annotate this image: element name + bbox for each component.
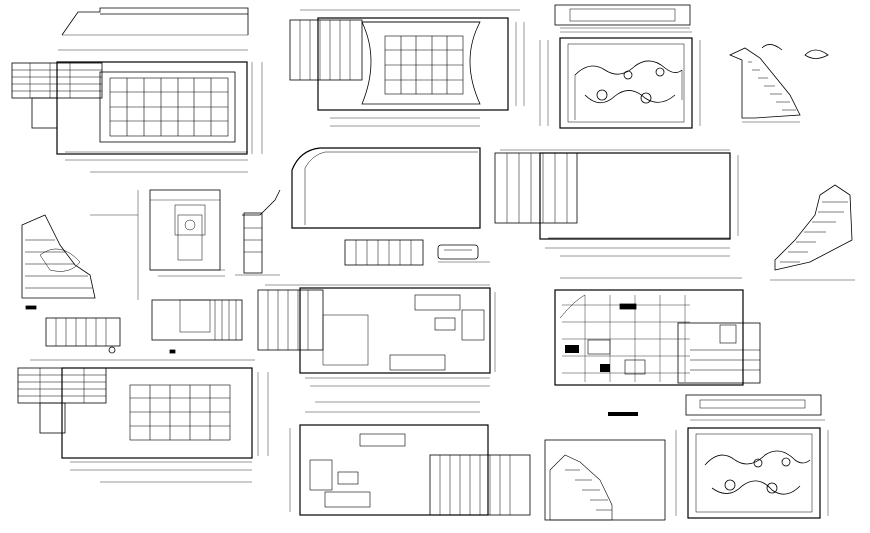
plan-1-ceiling-grid (11, 49, 263, 173)
stair-section-2 (21, 190, 139, 310)
plan-2-ceiling-curved (289, 9, 525, 127)
plan-5-living-room (257, 284, 496, 387)
cabinet-elevation-1 (149, 189, 225, 277)
curved-wall-plan (291, 147, 481, 229)
ceiling-grid-2 (384, 35, 464, 95)
wall-elevation-box-1 (554, 4, 691, 29)
cabinet-elevation-2 (151, 299, 243, 354)
stair-section-4 (544, 439, 666, 521)
plan-6-tiled-room (554, 277, 761, 386)
top-elevation-strip (61, 7, 249, 36)
stair-elevation-small (235, 189, 281, 276)
stair-section-1 (729, 44, 829, 123)
ceiling-grid-7 (129, 384, 231, 441)
stair-treads-1 (12, 63, 102, 98)
title-bar-mark (608, 412, 638, 416)
stair-section-3 (770, 184, 855, 281)
plan-8-living-room (289, 401, 531, 516)
sofa-symbol (437, 244, 490, 263)
stair-treads-2 (344, 239, 424, 266)
floor-tile-grid (562, 295, 690, 382)
ceiling-grid-1 (109, 77, 229, 137)
plan-4-room (494, 149, 739, 257)
plan-9-wavy-feature (675, 394, 829, 519)
plan-7-ceiling-grid (17, 359, 269, 483)
plan-3-wavy-feature (539, 31, 701, 129)
stair-treads-3 (45, 317, 121, 354)
